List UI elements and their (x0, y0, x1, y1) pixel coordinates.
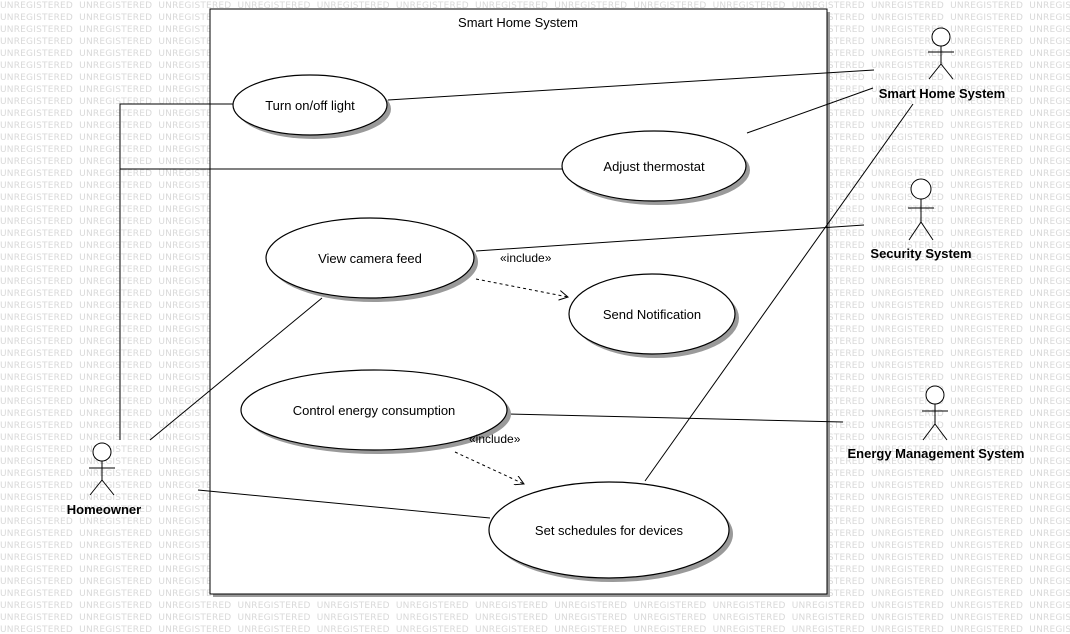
use-case-label: Set schedules for devices (535, 523, 684, 538)
assoc-smarthome-thermostat (746, 87, 874, 134)
use-case-label: Send Notification (603, 307, 701, 322)
actor-smart-home-system[interactable]: Smart Home System (879, 27, 1005, 101)
assoc-homeowner-schedules (197, 489, 491, 519)
assoc-homeowner-light (119, 103, 233, 440)
assoc-homeowner-camera (149, 297, 323, 441)
use-case-set-schedules[interactable]: Set schedules for devices (488, 481, 733, 582)
use-case-send-notification[interactable]: Send Notification (568, 273, 739, 358)
actor-label: Homeowner (67, 502, 141, 517)
use-case-label: Adjust thermostat (603, 159, 705, 174)
assoc-smarthome-light (387, 69, 875, 101)
use-case-adjust-thermostat[interactable]: Adjust thermostat (561, 130, 750, 205)
actor-security-system[interactable]: Security System (870, 178, 972, 261)
use-case-label: Turn on/off light (265, 98, 355, 113)
use-case-label: View camera feed (318, 251, 422, 266)
use-case-view-camera[interactable]: View camera feed (265, 217, 478, 302)
include-label: «include» (469, 432, 521, 446)
actor-homeowner[interactable]: Homeowner (67, 442, 141, 517)
actor-label: Energy Management System (847, 446, 1024, 461)
actor-energy-management-system[interactable]: Energy Management System (847, 385, 1025, 461)
include-label: «include» (500, 251, 552, 265)
associations (119, 69, 914, 519)
include-dependency-camera-notification: «include» (475, 251, 568, 297)
include-dependency-energy-schedules: «include» (454, 432, 524, 484)
use-case-control-energy[interactable]: Control energy consumption (240, 369, 511, 454)
assoc-energymgmt-energy (507, 413, 844, 423)
use-case-label: Control energy consumption (293, 403, 456, 418)
system-title: Smart Home System (458, 15, 578, 30)
assoc-security-camera (475, 224, 865, 252)
use-case-turn-light[interactable]: Turn on/off light (232, 74, 391, 139)
actor-label: Security System (870, 246, 971, 261)
actor-label: Smart Home System (879, 86, 1005, 101)
